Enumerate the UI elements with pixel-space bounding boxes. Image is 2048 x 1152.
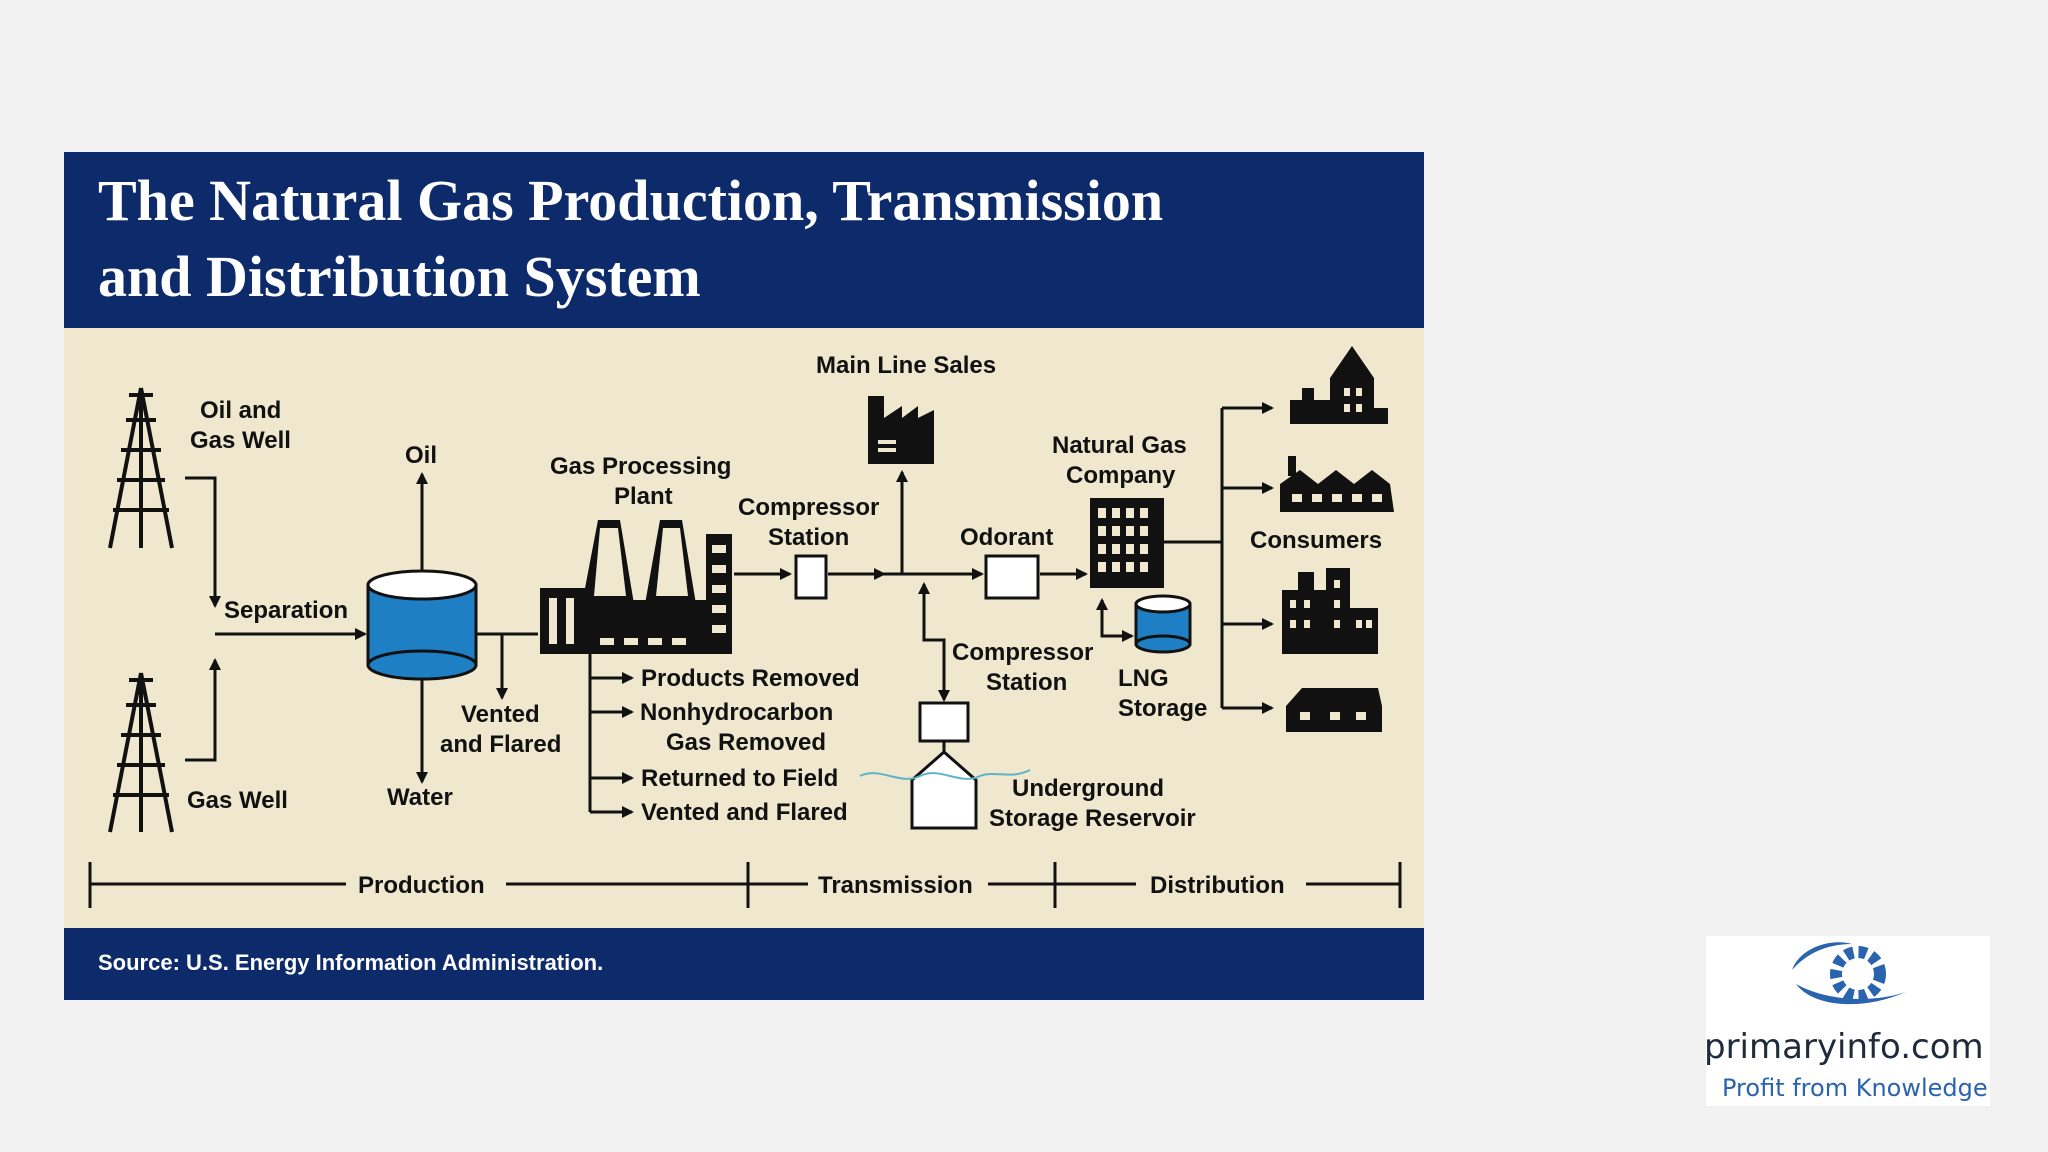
label-water: Water bbox=[387, 784, 453, 811]
lng-flow-lines bbox=[1096, 598, 1134, 642]
diagram-title-line-2: and Distribution System bbox=[98, 244, 701, 309]
consumer-house-icon bbox=[1286, 688, 1382, 732]
label-lng-1: LNG bbox=[1118, 665, 1169, 692]
stage-distribution: Distribution bbox=[1150, 872, 1285, 899]
consumer-office-icon bbox=[1282, 568, 1378, 654]
lng-tank-icon bbox=[1134, 594, 1192, 654]
production-label-bg bbox=[346, 868, 506, 900]
stage-production: Production bbox=[358, 872, 485, 899]
gas-processing-plant-icon bbox=[540, 520, 732, 654]
gas-well-icon bbox=[108, 672, 174, 833]
label-vented-flared-1: Vented bbox=[461, 701, 540, 728]
ground-line bbox=[859, 769, 1031, 780]
label-odorant: Odorant bbox=[960, 524, 1053, 551]
primaryinfo-logo: primaryinfo.com Profit from Knowledge bbox=[1704, 936, 1990, 1106]
title-bar bbox=[64, 152, 1424, 328]
label-gas-plant-2: Plant bbox=[614, 483, 673, 510]
underground-reservoir-icon bbox=[910, 750, 978, 830]
transmission-label-bg bbox=[808, 868, 988, 900]
label-oil-gas-well-1: Oil and bbox=[200, 397, 281, 424]
separator-flow-lines bbox=[416, 472, 538, 784]
source-text: Source: U.S. Energy Information Administ… bbox=[98, 950, 603, 975]
distribution-lines bbox=[1164, 402, 1274, 714]
oil-gas-well-icon bbox=[108, 387, 174, 549]
well-flow-lines bbox=[185, 476, 367, 762]
label-underground-1: Underground bbox=[1012, 775, 1164, 802]
label-products-removed: Products Removed bbox=[641, 665, 860, 692]
main-line-sales-icon bbox=[868, 396, 934, 464]
label-gas-plant-1: Gas Processing bbox=[550, 453, 731, 480]
diagram-panel: The Natural Gas Production, Transmission… bbox=[64, 152, 1424, 1000]
compressor-station-1-icon bbox=[794, 554, 828, 600]
label-oil: Oil bbox=[405, 442, 437, 469]
natural-gas-company-icon bbox=[1090, 498, 1164, 588]
distribution-label-bg bbox=[1136, 868, 1306, 900]
label-natural-gas-company-1: Natural Gas bbox=[1052, 432, 1187, 459]
logo-background bbox=[1706, 936, 1990, 1106]
label-consumers: Consumers bbox=[1250, 527, 1382, 554]
label-compressor-1b: Station bbox=[768, 524, 849, 551]
gear-swoosh-icon bbox=[1792, 942, 1906, 1005]
label-natural-gas-company-2: Company bbox=[1066, 462, 1176, 489]
label-main-line-sales: Main Line Sales bbox=[816, 352, 996, 379]
label-vented-flared-2: and Flared bbox=[440, 731, 561, 758]
source-bar bbox=[64, 928, 1424, 1000]
consumer-school-icon bbox=[1290, 346, 1388, 424]
label-oil-gas-well-2: Gas Well bbox=[190, 427, 291, 454]
label-underground-2: Storage Reservoir bbox=[989, 805, 1196, 832]
label-separation: Separation bbox=[224, 597, 348, 624]
label-gas-well: Gas Well bbox=[187, 787, 288, 814]
label-nonhydrocarbon-2: Gas Removed bbox=[666, 729, 826, 756]
plant-output-lines bbox=[588, 654, 634, 818]
label-compressor-1a: Compressor bbox=[738, 494, 879, 521]
label-lng-2: Storage bbox=[1118, 695, 1207, 722]
consumer-factory-icon bbox=[1280, 456, 1394, 512]
logo-brand-name: primaryinfo.com bbox=[1704, 1027, 1984, 1067]
label-vented-flared-out: Vented and Flared bbox=[641, 799, 848, 826]
stage-transmission: Transmission bbox=[818, 872, 973, 899]
transmission-line bbox=[734, 470, 1088, 702]
odorant-icon bbox=[984, 554, 1040, 600]
label-returned-to-field: Returned to Field bbox=[641, 765, 838, 792]
separator-tank-icon bbox=[366, 569, 478, 681]
label-nonhydrocarbon-1: Nonhydrocarbon bbox=[640, 699, 833, 726]
diagram-title-line-1: The Natural Gas Production, Transmission bbox=[98, 168, 1163, 233]
logo-tagline: Profit from Knowledge bbox=[1722, 1074, 1988, 1102]
label-compressor-2a: Compressor bbox=[952, 639, 1093, 666]
compressor-station-2-icon bbox=[918, 701, 970, 743]
label-compressor-2b: Station bbox=[986, 669, 1067, 696]
